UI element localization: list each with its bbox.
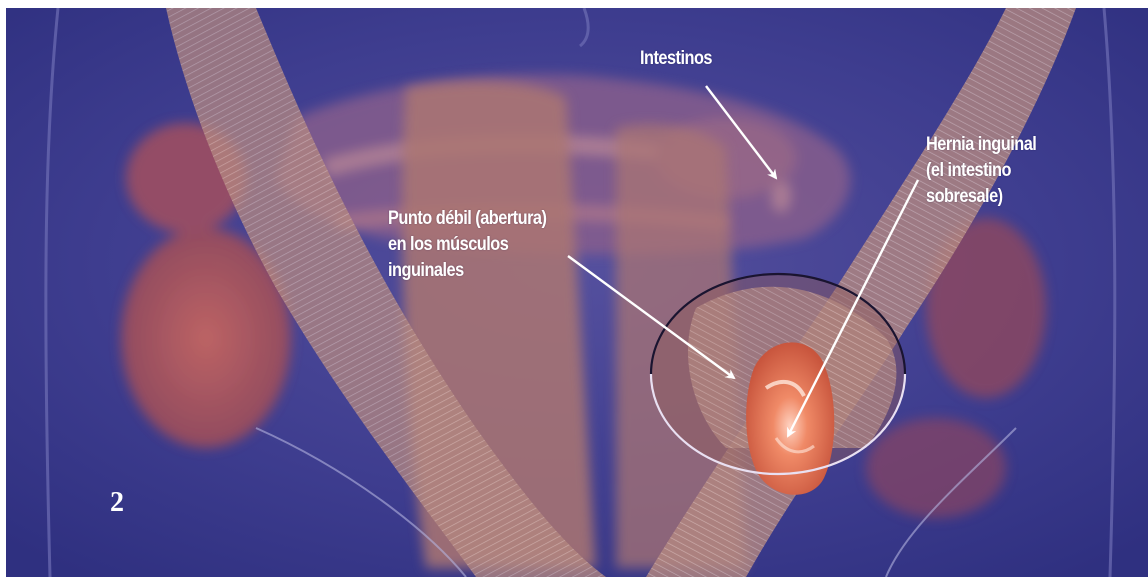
weak-spot-label-line-2: en los músculos xyxy=(388,232,546,258)
hernia-label-line-1: Hernia inguinal xyxy=(926,132,1036,158)
illustration-frame: Intestinos Hernia inguinal (el intestino… xyxy=(6,8,1148,577)
hernia-label-line-2: (el intestino xyxy=(926,158,1036,184)
hernia-label: Hernia inguinal (el intestino sobresale) xyxy=(926,132,1036,210)
weak-spot-label-line-3: inguinales xyxy=(388,258,546,284)
intestines-label-text: Intestinos xyxy=(640,46,712,72)
inguinal-hernia-illustration xyxy=(6,8,1148,577)
step-number: 2 xyxy=(110,488,124,518)
intestines-label: Intestinos xyxy=(640,46,712,72)
weak-spot-label-line-1: Punto débil (abertura) xyxy=(388,206,546,232)
hernia-label-line-3: sobresale) xyxy=(926,184,1036,210)
weak-spot-label: Punto débil (abertura) en los músculos i… xyxy=(388,206,546,284)
